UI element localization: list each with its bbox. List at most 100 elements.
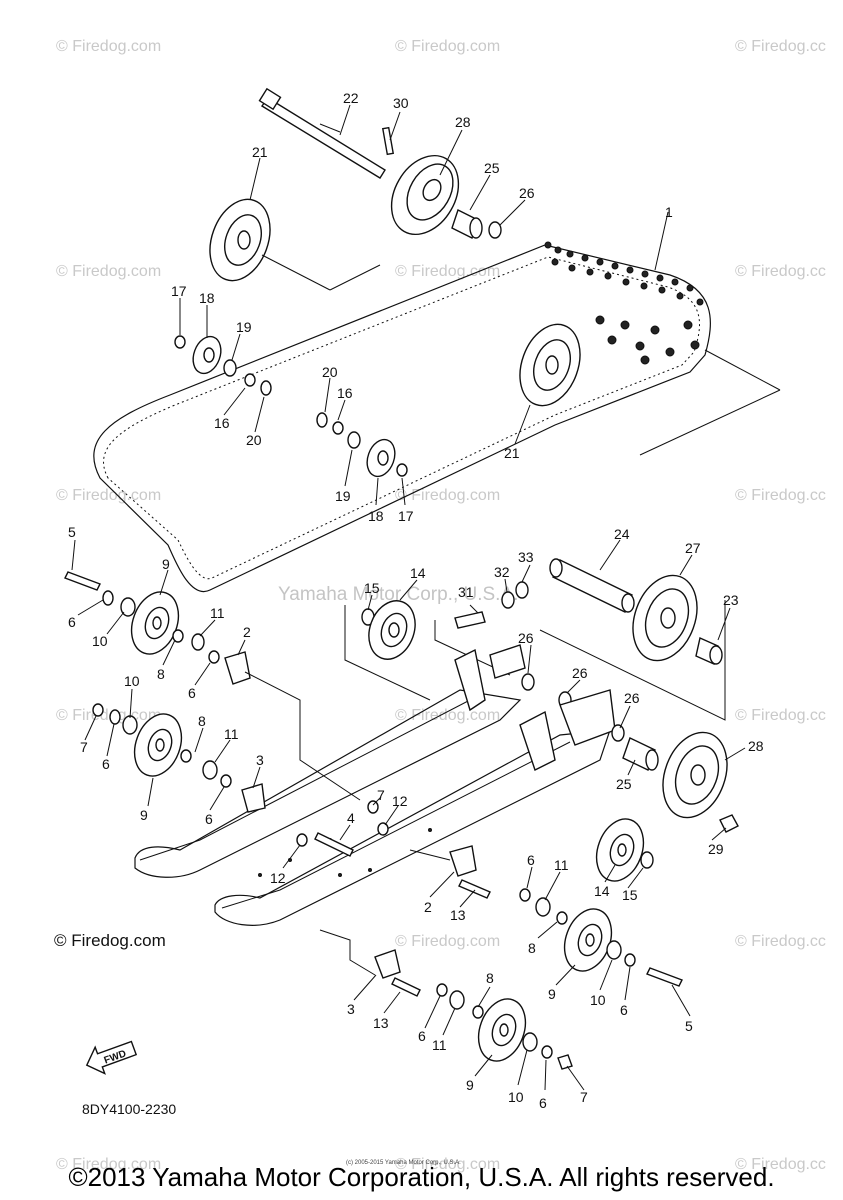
callout-11: 11 [554, 857, 569, 873]
callout-9: 9 [162, 556, 170, 572]
callout-25: 25 [616, 776, 632, 792]
diagram-credit: © Firedog.com [54, 931, 166, 950]
diagram-code: 8DY4100-2230 [82, 1101, 177, 1117]
callout-18: 18 [368, 508, 384, 524]
watermark: © Firedog.com [395, 707, 501, 724]
callout-labels: 1 22 30 28 25 26 21 17 18 19 16 20 20 16… [68, 90, 764, 1111]
watermark: © Firedog.cc [735, 487, 826, 504]
center-mount-group [344, 581, 572, 709]
callout-10: 10 [508, 1089, 524, 1105]
watermark: © Firedog.com [56, 487, 162, 504]
callout-8: 8 [157, 666, 165, 682]
callout-7: 7 [580, 1089, 588, 1105]
callout-28: 28 [748, 738, 764, 754]
callout-9: 9 [140, 807, 148, 823]
idler-wheel-group-upper [174, 335, 408, 478]
callout-3: 3 [347, 1001, 355, 1017]
watermark: © Firedog.com [395, 1156, 501, 1173]
left-wheel-group [64, 571, 389, 857]
callout-24: 24 [614, 526, 630, 542]
callout-16: 16 [214, 415, 230, 431]
callout-20: 20 [246, 432, 262, 448]
callout-14: 14 [594, 883, 610, 899]
leader-lines [71, 104, 746, 1091]
lower-wheel-group [319, 724, 739, 1070]
callout-10: 10 [590, 992, 606, 1008]
watermark: © Firedog.com [395, 933, 501, 950]
watermark: © Firedog.cc [735, 1156, 826, 1173]
callout-26: 26 [572, 665, 588, 681]
callout-10: 10 [92, 633, 108, 649]
callout-15: 15 [364, 580, 380, 596]
callout-2: 2 [424, 899, 432, 915]
watermark: © Firedog.cc [735, 707, 826, 724]
callout-11: 11 [432, 1037, 447, 1053]
watermark: © Firedog.cc [735, 933, 826, 950]
callout-6: 6 [68, 614, 76, 630]
callout-18: 18 [199, 290, 215, 306]
callout-21: 21 [504, 445, 520, 461]
callout-9: 9 [548, 986, 556, 1002]
callout-5: 5 [685, 1018, 693, 1034]
watermark: © Firedog.cc [735, 263, 826, 280]
callout-7: 7 [377, 787, 385, 803]
center-watermark: Yamaha Motor Corp., U.S.A. [278, 584, 519, 605]
callout-12: 12 [392, 793, 408, 809]
callout-27: 27 [685, 540, 701, 556]
watermark: © Firedog.com [395, 263, 501, 280]
callout-8: 8 [486, 970, 494, 986]
callout-13: 13 [450, 907, 466, 923]
callout-5: 5 [68, 524, 76, 540]
callout-8: 8 [528, 940, 536, 956]
track-belt [93, 241, 711, 593]
callout-25: 25 [484, 160, 500, 176]
front-axle-assembly [539, 558, 726, 721]
callout-14: 14 [410, 565, 426, 581]
fwd-arrow-icon: FWD [85, 1040, 138, 1075]
watermark: © Firedog.cc [735, 38, 826, 55]
callout-21: 21 [252, 144, 268, 160]
callout-6: 6 [102, 756, 110, 772]
callout-15: 15 [622, 887, 638, 903]
callout-4: 4 [347, 810, 355, 826]
callout-10: 10 [124, 673, 140, 689]
callout-32: 32 [494, 564, 510, 580]
callout-8: 8 [198, 713, 206, 729]
callout-6: 6 [418, 1028, 426, 1044]
callout-6: 6 [620, 1002, 628, 1018]
watermark: © Firedog.com [395, 487, 501, 504]
watermark: © Firedog.com [395, 38, 501, 55]
callout-26: 26 [519, 185, 535, 201]
callout-20: 20 [322, 364, 338, 380]
callout-9: 9 [466, 1077, 474, 1093]
callout-3: 3 [256, 752, 264, 768]
fine-print: (c) 2005-2015 Yamaha Motor Corp., U.S.A. [346, 1160, 461, 1166]
callout-6: 6 [205, 811, 213, 827]
callout-6: 6 [188, 685, 196, 701]
callout-26: 26 [518, 630, 534, 646]
callout-16: 16 [337, 385, 353, 401]
callout-17: 17 [398, 508, 414, 524]
callout-1: 1 [665, 204, 673, 220]
callout-22: 22 [343, 90, 359, 106]
callout-19: 19 [335, 488, 351, 504]
slide-rails [134, 644, 616, 926]
callout-6: 6 [539, 1095, 547, 1111]
watermark: © Firedog.com [56, 263, 162, 280]
callout-23: 23 [723, 592, 739, 608]
callout-7: 7 [80, 739, 88, 755]
callout-19: 19 [236, 319, 252, 335]
callout-11: 11 [210, 605, 225, 621]
copyright-footer: ©2013 Yamaha Motor Corporation, U.S.A. A… [68, 1162, 775, 1192]
watermark: © Firedog.com [56, 38, 162, 55]
callout-11: 11 [224, 726, 239, 742]
callout-29: 29 [708, 841, 724, 857]
callout-30: 30 [393, 95, 409, 111]
rear-axle-assembly [209, 87, 781, 456]
callout-6: 6 [527, 852, 535, 868]
callout-12: 12 [270, 870, 286, 886]
callout-13: 13 [373, 1015, 389, 1031]
callout-17: 17 [171, 283, 187, 299]
callout-2: 2 [243, 624, 251, 640]
